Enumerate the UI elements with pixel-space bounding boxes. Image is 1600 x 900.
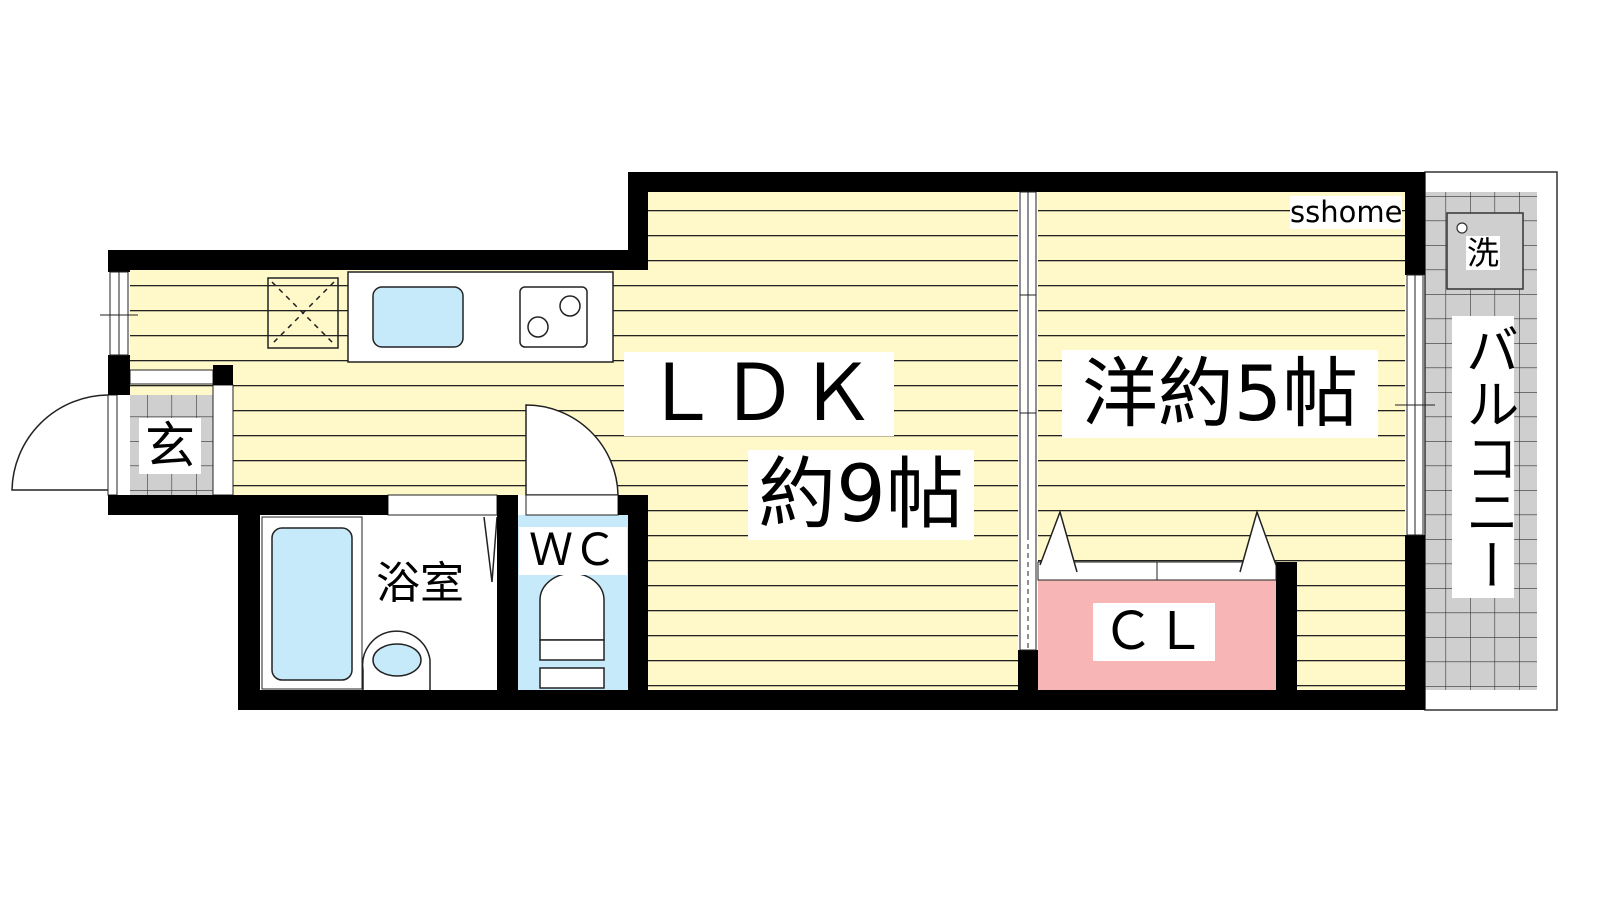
basin-bowl [372, 643, 422, 677]
western-room-label: 洋約5帖 [1062, 350, 1378, 438]
walls [108, 172, 1425, 710]
bath-door [387, 494, 498, 516]
balcony-label: バルコニー [1452, 316, 1519, 598]
entrance-door-swing [11, 394, 109, 491]
burner-icon [559, 295, 581, 317]
ldk-size-label: 約9帖 [748, 450, 974, 540]
burner-icon [527, 316, 549, 338]
bathroom-label: 浴室 [372, 560, 468, 608]
stove [519, 286, 588, 348]
bathtub [271, 527, 353, 681]
entrance-label: 玄 [139, 418, 201, 474]
fridge-space [267, 277, 339, 349]
sink [372, 286, 464, 348]
watermark: sshome [1290, 195, 1403, 229]
wc-label: ＷＣ [519, 527, 627, 575]
toilet [539, 572, 605, 641]
ldk-label: ＬＤＫ [624, 352, 894, 436]
fridge-cross [271, 281, 335, 345]
closet-label: ＣＬ [1093, 603, 1215, 661]
balcony-outline [1424, 171, 1558, 711]
ldk-floor [648, 192, 1018, 690]
wc-door-swing [525, 404, 619, 496]
washer-label: 洗 [1466, 234, 1501, 272]
